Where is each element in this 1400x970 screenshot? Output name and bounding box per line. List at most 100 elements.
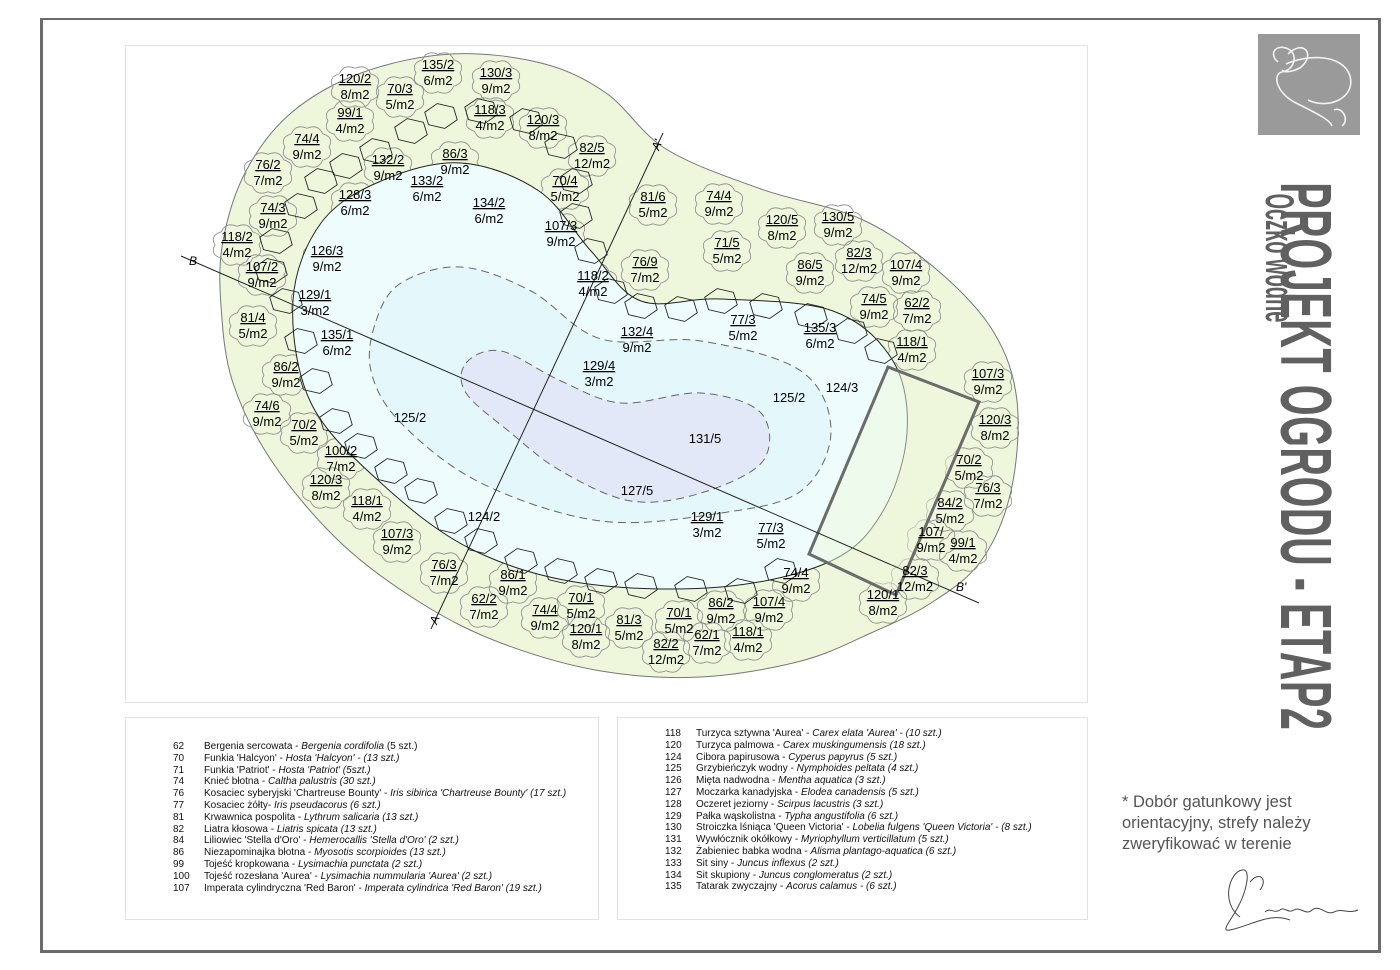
plant-density: 8/m2 <box>768 228 797 243</box>
plant-clump <box>628 184 678 226</box>
plant-density: 6/m2 <box>424 73 453 88</box>
plant-density: 3/m2 <box>301 303 330 318</box>
edge-stone <box>674 576 708 602</box>
plant-label: 70/25/m2 <box>290 417 319 448</box>
plant-label: 107/39/m2 <box>972 366 1005 397</box>
plant-code: 76/3 <box>975 480 1000 495</box>
plant-density: 8/m2 <box>572 637 601 652</box>
plant-density: 9/m2 <box>705 204 734 219</box>
plant-label: 129/43/m2 <box>583 358 616 389</box>
legend-num: 82 <box>173 823 185 835</box>
plant-label: 118/14/m2 <box>351 493 383 524</box>
legend-name: Funkia 'Patriot' - <box>204 764 279 776</box>
plant-density: 6/m2 <box>806 336 835 351</box>
plant-density: 4/m2 <box>353 509 382 524</box>
edge-stone <box>434 508 468 534</box>
plant-code: 74/4 <box>294 131 319 146</box>
plant-label: 107/49/m2 <box>890 257 923 288</box>
plant-clump <box>330 66 380 108</box>
legend-name: Tojeść rozesłana 'Aurea' - <box>204 870 321 882</box>
plant-density: 5/m2 <box>639 205 668 220</box>
plant-code: 120/3 <box>979 412 1012 427</box>
plant-density: 9/m2 <box>248 275 277 290</box>
plant-density: 5/m2 <box>290 433 319 448</box>
plant-code: 86/1 <box>500 567 525 582</box>
plant-clump <box>938 530 988 572</box>
plant-density: 9/m2 <box>860 307 889 322</box>
legend-name: Kosaciec syberyjski 'Chartreuse Bounty' … <box>204 788 391 800</box>
legend-latin: Hosta 'Halcyon' - (13 szt.) <box>285 752 400 764</box>
plant-label: 132/29/m2 <box>372 152 405 183</box>
edge-stone <box>624 293 658 319</box>
legend-name: Turzyca palmowa - <box>696 739 783 751</box>
legend-latin: Alisma plantago-aquatica (6 szt.) <box>810 845 957 857</box>
plant-label: 107/49/m2 <box>753 594 786 625</box>
legend-num: 86 <box>173 847 185 859</box>
plant-code: 70/1 <box>666 605 691 620</box>
plant-clump <box>892 290 942 332</box>
plant-label: 82/312/m2 <box>897 563 933 594</box>
plant-code: 74/6 <box>254 398 279 413</box>
plant-code: 120/2 <box>339 71 372 86</box>
plant-density: 7/m2 <box>327 459 356 474</box>
plant-clump <box>556 585 606 627</box>
edge-stone <box>749 293 783 319</box>
plant-density: 9/m2 <box>499 583 528 598</box>
plant-clump <box>342 488 392 530</box>
plant-density: 9/m2 <box>892 273 921 288</box>
plant-clump <box>237 254 287 296</box>
plant-label: 120/38/m2 <box>527 112 560 143</box>
plant-density: 9/m2 <box>482 81 511 96</box>
edge-stone <box>284 193 318 219</box>
plant-code: 128/3 <box>339 187 372 202</box>
plant-code: 120/1 <box>570 621 603 636</box>
plant-label: 86/59/m2 <box>796 257 825 288</box>
legend-name: Mięta nadwodna - <box>696 775 779 787</box>
edge-stone <box>394 118 428 144</box>
plant-label: 82/512/m2 <box>574 140 610 171</box>
plant-clump <box>757 207 807 249</box>
plant-clump <box>744 589 794 631</box>
plant-density: 3/m2 <box>693 525 722 540</box>
plant-code: 62/1 <box>694 627 719 642</box>
plant-label: 107/39/m2 <box>381 526 414 557</box>
plant-code: 129/4 <box>583 358 616 373</box>
project-subtitle: Oczko wodne <box>1258 150 1302 366</box>
plant-clump <box>604 607 654 649</box>
legend-num: 81 <box>173 811 185 823</box>
plant-density: 9/m2 <box>253 414 282 429</box>
plant-clump <box>248 195 298 237</box>
edge-stone <box>464 98 498 124</box>
plant-clump <box>518 107 568 149</box>
plant-label: 100/27/m2 <box>325 443 358 474</box>
plant-density: 5/m2 <box>551 189 580 204</box>
edge-stone <box>304 168 338 194</box>
plant-density: 12/m2 <box>897 579 933 594</box>
section-mark-a-prime: A' <box>648 137 665 153</box>
plant-label: 133/26/m2 <box>411 173 444 204</box>
plant-label: 74/69/m2 <box>253 398 282 429</box>
plant-code: 118/1 <box>896 334 928 349</box>
plant-density: 5/m2 <box>713 251 742 266</box>
plant-label: 135/16/m2 <box>321 327 354 358</box>
plant-density: 9/m2 <box>974 382 1003 397</box>
legend-name: Stroiczka lśniąca 'Queen Victoria' - <box>696 822 853 834</box>
legend-name: Żabieniec babka wodna - <box>696 845 811 857</box>
legend-num: 135 <box>665 881 682 893</box>
plant-density: 8/m2 <box>869 603 898 618</box>
plant-clump <box>459 586 509 628</box>
plant-density: 12/m2 <box>648 652 684 667</box>
plant-density: 9/m2 <box>313 259 342 274</box>
plant-label: 62/27/m2 <box>470 591 499 622</box>
plant-label: 77/35/m2 <box>729 312 758 343</box>
plant-clump <box>963 361 1013 403</box>
